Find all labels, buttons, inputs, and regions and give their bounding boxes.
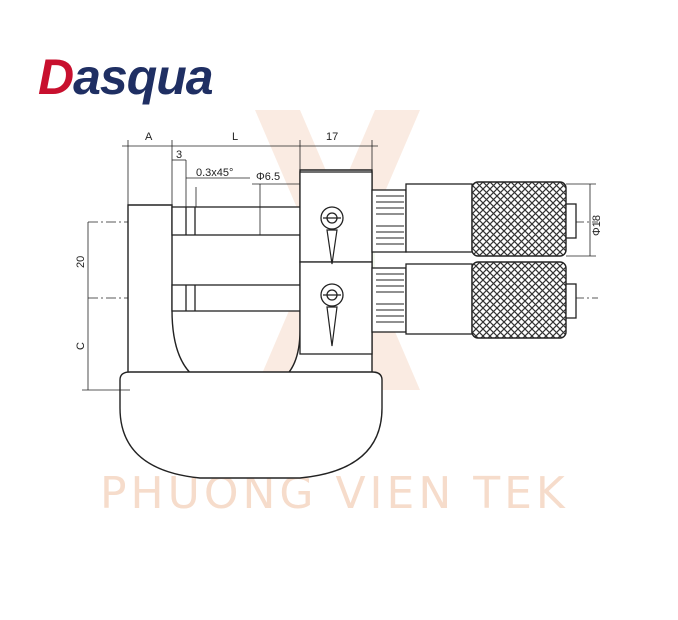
sleeves (371, 183, 473, 335)
dim-c: C (75, 342, 87, 350)
knurled-thimbles (471, 181, 577, 339)
dim-20: 20 (75, 256, 87, 268)
logo-letter-d: D (38, 49, 74, 105)
scale-ticks (376, 195, 404, 323)
watermark-text: PHUONG VIEN TEK (100, 468, 569, 519)
lock-screws (320, 206, 344, 347)
dim-3: 3 (176, 149, 182, 161)
logo-letters-rest: asqua (73, 49, 214, 105)
dim-a: A (145, 131, 153, 143)
dim-chamfer: 0.3x45° (196, 167, 233, 179)
spindles (171, 206, 301, 312)
dimension-lines (82, 140, 596, 391)
dim-phi18: Φ18 (591, 215, 603, 236)
brand-logo: Dasqua (38, 48, 278, 118)
dim-17: 17 (326, 131, 338, 143)
body-block (299, 171, 373, 355)
dim-l: L (232, 131, 238, 143)
dim-phi65: Φ6.5 (256, 171, 280, 183)
base-plate (119, 371, 383, 479)
